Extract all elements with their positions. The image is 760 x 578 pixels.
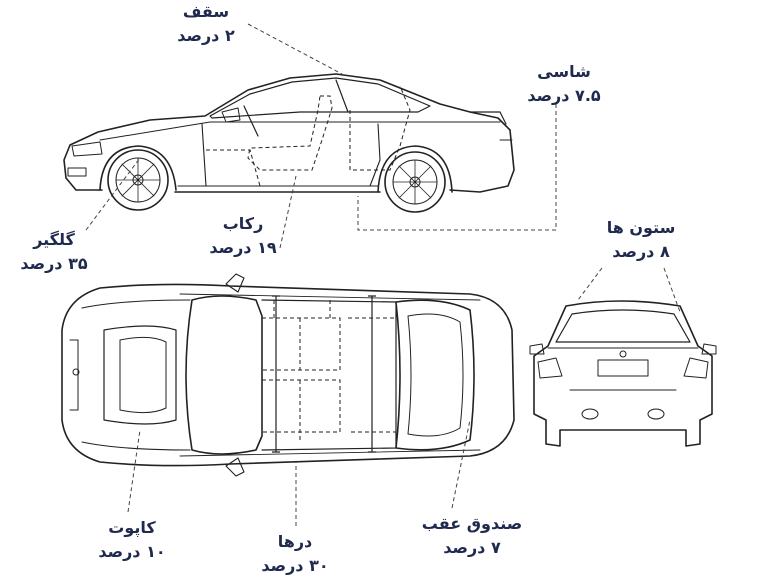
label-pillars-name: ستون ها [606,218,676,237]
label-doors-percent: ۳۰ درصد [261,556,329,575]
label-sill-name: رکاب [222,214,264,233]
label-hood-name: کاپوت [108,518,156,537]
label-doors-name: درها [277,532,313,551]
top-view-interior [261,300,397,440]
label-trunk: صندوق عقب ۷ درصد [412,512,532,560]
label-fender: گلگیر ۳۵ درصد [6,228,102,276]
side-view-interior [206,85,411,187]
label-chassis: شاسی ۷.۵ درصد [514,60,614,108]
label-trunk-name: صندوق عقب [421,514,523,533]
label-trunk-percent: ۷ درصد [443,538,501,557]
leader-lines [85,23,681,526]
label-roof-percent: ۲ درصد [177,26,235,45]
label-sill: رکاب ۱۹ درصد [198,212,288,260]
label-fender-name: گلگیر [33,230,75,249]
rear-view-car [529,300,717,447]
label-hood: کاپوت ۱۰ درصد [88,516,176,564]
label-pillars-percent: ۸ درصد [612,242,670,261]
top-view-car [61,273,515,477]
label-hood-percent: ۱۰ درصد [98,542,166,561]
label-fender-percent: ۳۵ درصد [20,254,88,273]
label-roof: سقف ۲ درصد [166,0,246,48]
label-pillars: ستون ها ۸ درصد [586,216,696,264]
label-chassis-percent: ۷.۵ درصد [527,86,601,105]
label-doors: درها ۳۰ درصد [250,530,340,578]
label-chassis-name: شاسی [537,62,591,81]
side-view-car [63,73,515,213]
top-view-dimensions [272,295,376,453]
label-roof-name: سقف [182,2,230,21]
label-sill-percent: ۱۹ درصد [209,238,277,257]
